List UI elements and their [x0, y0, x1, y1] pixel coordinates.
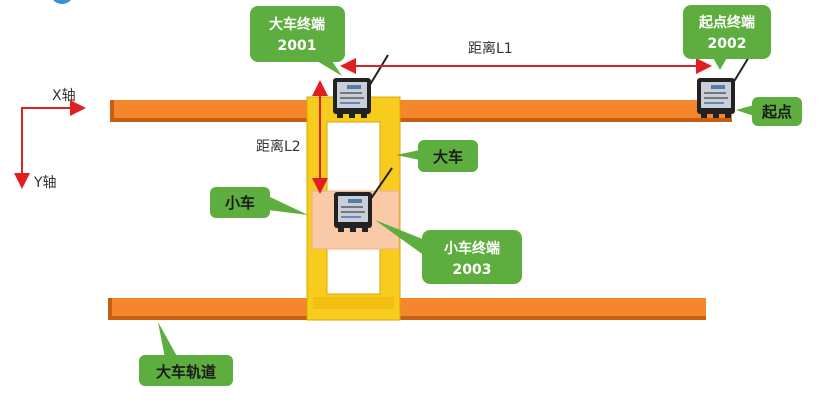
svg-text:2001: 2001	[278, 38, 317, 54]
distance-l1-label: 距离L1	[468, 40, 513, 57]
logo-fragment	[53, 0, 71, 4]
callout-crane-terminal: 大车终端 2001	[250, 6, 345, 76]
distance-l2-label: 距离L2	[256, 138, 301, 155]
svg-text:大车: 大车	[433, 148, 463, 166]
callout-crane: 大车	[396, 140, 478, 172]
bottom-rail	[108, 298, 706, 320]
callout-trolley: 小车	[210, 187, 308, 218]
y-axis-label: Y轴	[33, 175, 57, 191]
svg-text:大车终端: 大车终端	[269, 16, 325, 33]
coordinate-axes: X轴 Y轴	[14, 88, 86, 191]
svg-text:起点: 起点	[761, 103, 792, 121]
distance-l2-arrow: 距离L2	[256, 80, 328, 194]
svg-text:小车终端: 小车终端	[444, 240, 500, 257]
callout-origin-terminal: 起点终端 2002	[683, 5, 771, 70]
terminal-device-2003	[334, 167, 393, 232]
distance-l1-arrow: 距离L1	[340, 40, 712, 74]
svg-text:2002: 2002	[708, 36, 747, 52]
callout-trolley-terminal: 小车终端 2003	[375, 220, 522, 284]
x-axis-label: X轴	[52, 88, 76, 104]
top-rail	[110, 100, 732, 122]
svg-text:2003: 2003	[453, 262, 492, 278]
callout-crane-rail: 大车轨道	[139, 322, 233, 386]
svg-text:起点终端: 起点终端	[698, 14, 755, 31]
svg-text:小车: 小车	[225, 194, 255, 212]
svg-text:大车轨道: 大车轨道	[156, 363, 216, 381]
callout-origin: 起点	[736, 97, 802, 126]
